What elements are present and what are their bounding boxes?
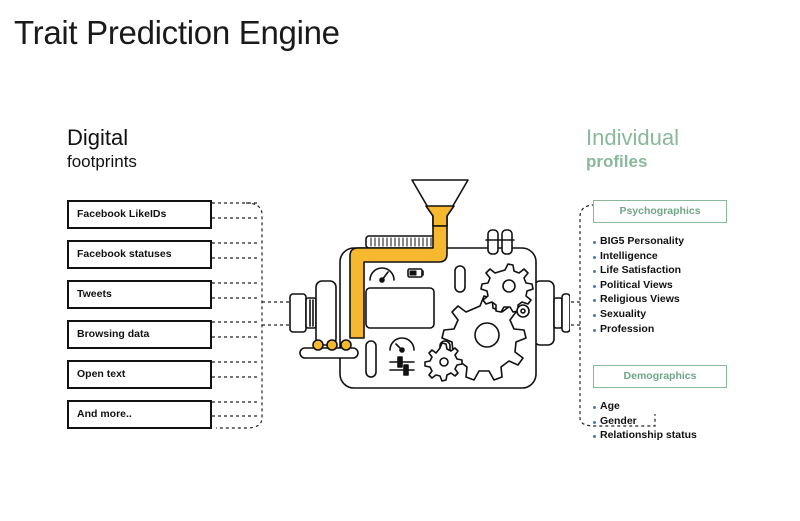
outputs-heading: Individual profiles	[586, 125, 679, 171]
gear-icon	[480, 263, 534, 313]
list-item: Life Satisfaction	[593, 263, 684, 278]
list-item: Intelligence	[593, 249, 684, 264]
demographics-header: Demographics	[593, 365, 727, 388]
list-item: Religious Views	[593, 292, 684, 307]
input-box: Facebook LikeIDs	[67, 200, 212, 229]
list-item: Relationship status	[593, 428, 697, 443]
list-item: Age	[593, 399, 697, 414]
input-list: Facebook LikeIDs Facebook statuses Tweet…	[67, 200, 212, 440]
gear-icon	[424, 342, 463, 382]
outputs-heading-line1: Individual	[586, 125, 679, 150]
list-item: Gender	[593, 414, 697, 429]
gear-icon	[516, 304, 530, 318]
psychographics-list: BIG5 Personality Intelligence Life Satis…	[593, 234, 684, 336]
list-item: Political Views	[593, 278, 684, 293]
gauge-icon	[369, 267, 395, 281]
engine-illustration	[289, 179, 570, 389]
inputs-heading-line2: footprints	[67, 152, 137, 171]
inputs-heading: Digital footprints	[67, 125, 137, 171]
right-coupling	[533, 280, 555, 346]
input-box: Browsing data	[67, 320, 212, 349]
gear-icon	[441, 295, 527, 381]
input-box: Facebook statuses	[67, 240, 212, 269]
gauge-icon	[389, 337, 415, 351]
list-item: Profession	[593, 322, 684, 337]
input-box: Open text	[67, 360, 212, 389]
psychographics-header: Psychographics	[593, 200, 727, 223]
demographics-list: Age Gender Relationship status	[593, 399, 697, 443]
screen	[365, 287, 435, 329]
page-title: Trait Prediction Engine	[14, 14, 340, 51]
input-box: And more..	[67, 400, 212, 429]
left-coupling	[289, 293, 307, 333]
inputs-heading-line1: Digital	[67, 125, 129, 150]
input-box: Tweets	[67, 280, 212, 309]
list-item: Sexuality	[593, 307, 684, 322]
yellow-pipe	[349, 225, 448, 339]
outputs-heading-line2: profiles	[586, 152, 648, 171]
list-item: BIG5 Personality	[593, 234, 684, 249]
